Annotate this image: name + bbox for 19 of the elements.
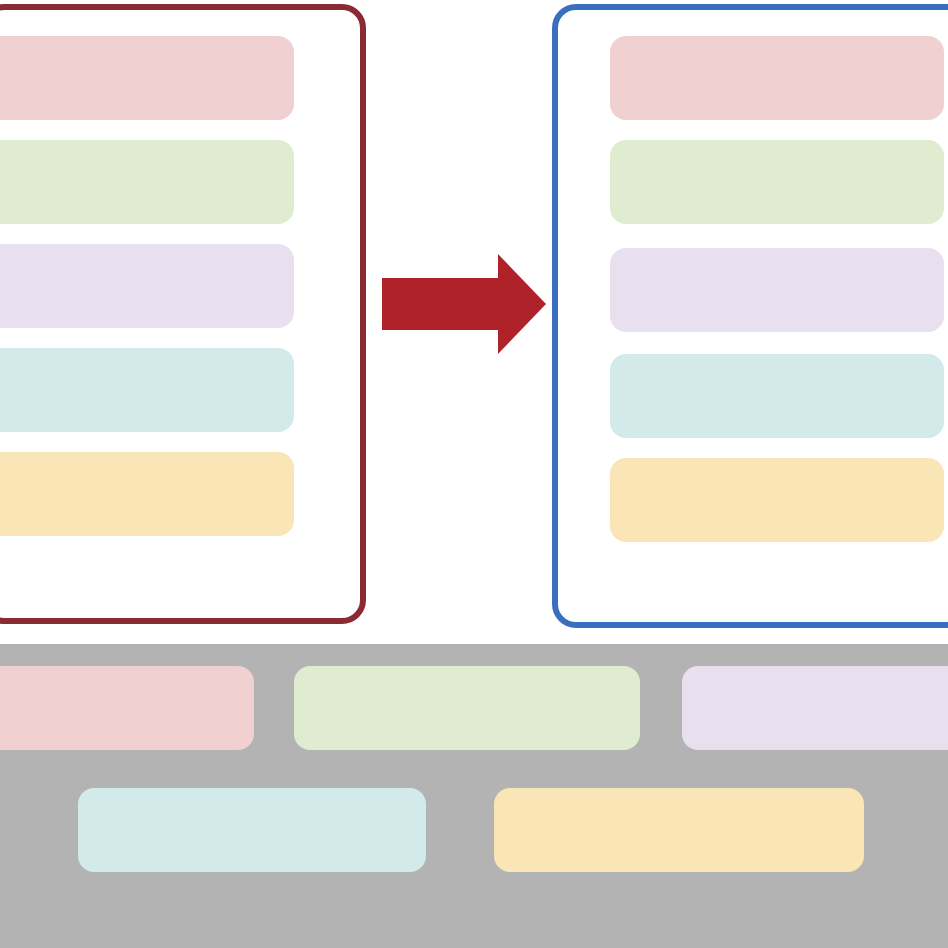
- bar: [0, 140, 294, 224]
- bar: [0, 36, 294, 120]
- bar: [610, 248, 944, 332]
- bar: [0, 348, 294, 432]
- bar: [610, 354, 944, 438]
- bar: [0, 452, 294, 536]
- bar: [610, 36, 944, 120]
- bar: [294, 666, 640, 750]
- bar: [0, 666, 254, 750]
- panel: [552, 4, 948, 628]
- bar: [494, 788, 864, 872]
- arrow: [382, 254, 546, 354]
- bar: [682, 666, 948, 750]
- bar: [0, 244, 294, 328]
- bar: [610, 140, 944, 224]
- bar: [610, 458, 944, 542]
- band: [0, 644, 948, 948]
- bar: [78, 788, 426, 872]
- panel: [0, 4, 366, 624]
